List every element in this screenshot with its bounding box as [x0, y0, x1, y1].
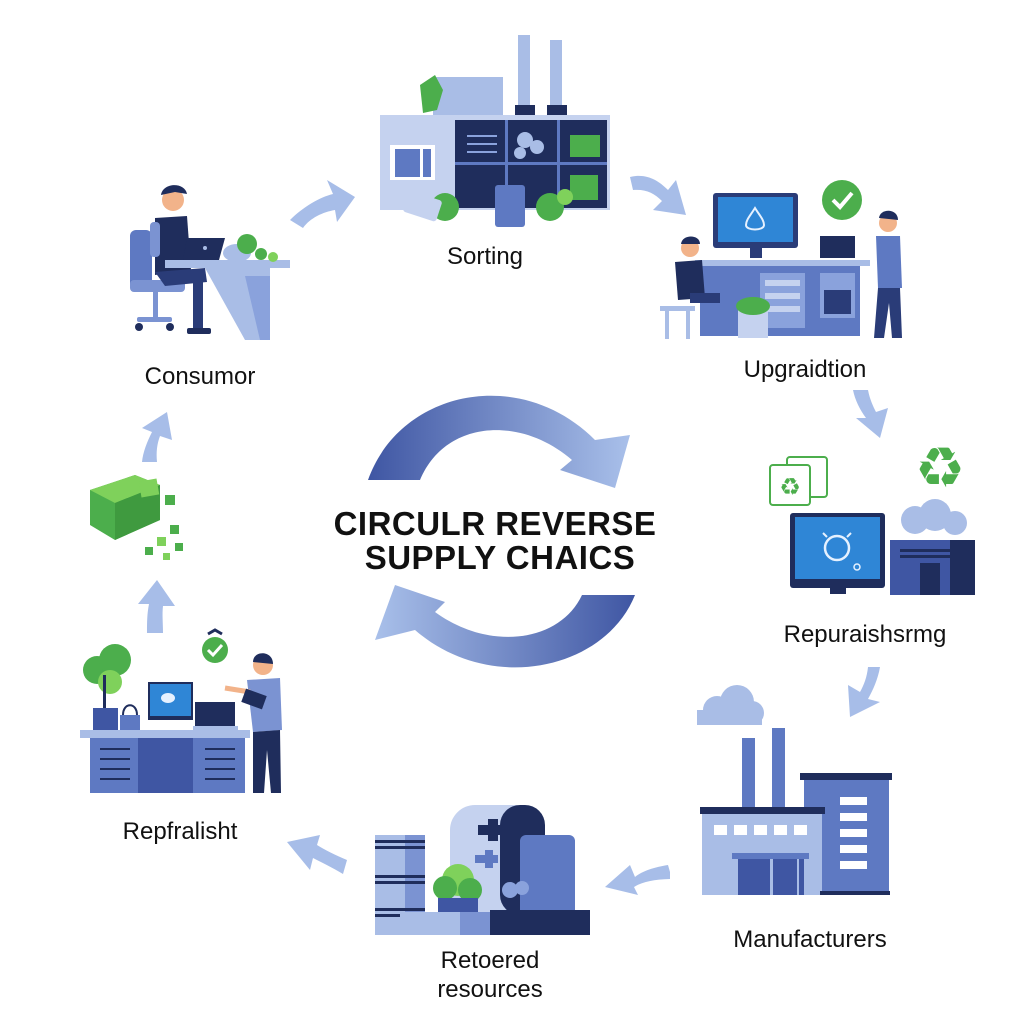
step-label-sorting: Sorting: [446, 243, 524, 270]
monitor-recycle-icon: ♻ ♻: [769, 436, 975, 595]
step-label-restored-line1: Retoered: [440, 947, 540, 974]
arrow-down-right-icon: [630, 175, 686, 215]
step-label-consumer: Consumor: [144, 363, 256, 390]
diagram-title-line1: CIRCULR REVERSE: [333, 505, 657, 542]
svg-text:♻: ♻: [779, 473, 801, 501]
green-material-blocks-icon: [90, 475, 183, 560]
arrow-up-icon: [138, 580, 175, 633]
diagram-title-line2: SUPPLY CHAICS: [364, 539, 636, 576]
arrow-down-icon: [848, 667, 880, 717]
cycle-arrow-bottom: [375, 585, 635, 668]
office-desk-icon: [80, 628, 282, 793]
sorting-facility-icon: [380, 35, 610, 227]
restored-resources-icon: [375, 805, 590, 935]
step-label-upgradation: Upgraidtion: [743, 356, 867, 383]
step-label-refurbish: Repfralisht: [122, 818, 238, 845]
svg-text:♻: ♻: [915, 436, 965, 501]
arrow-left-icon: [287, 835, 347, 874]
arrow-left-icon: [605, 865, 670, 895]
arrow-right-icon: [290, 180, 355, 228]
step-label-manufacturers: Manufacturers: [733, 926, 887, 953]
arrow-down-icon: [853, 390, 888, 438]
step-label-repurposing: Repuraishsrmg: [783, 621, 947, 648]
circular-arrows-icon: [368, 395, 635, 668]
factory-icon: [697, 685, 892, 895]
workstation-team-icon: [660, 180, 902, 339]
arrow-up-icon: [142, 412, 172, 462]
cycle-arrow-top: [368, 395, 630, 488]
person-at-desk-icon: [130, 185, 290, 340]
step-label-restored-line2: resources: [437, 976, 543, 1003]
